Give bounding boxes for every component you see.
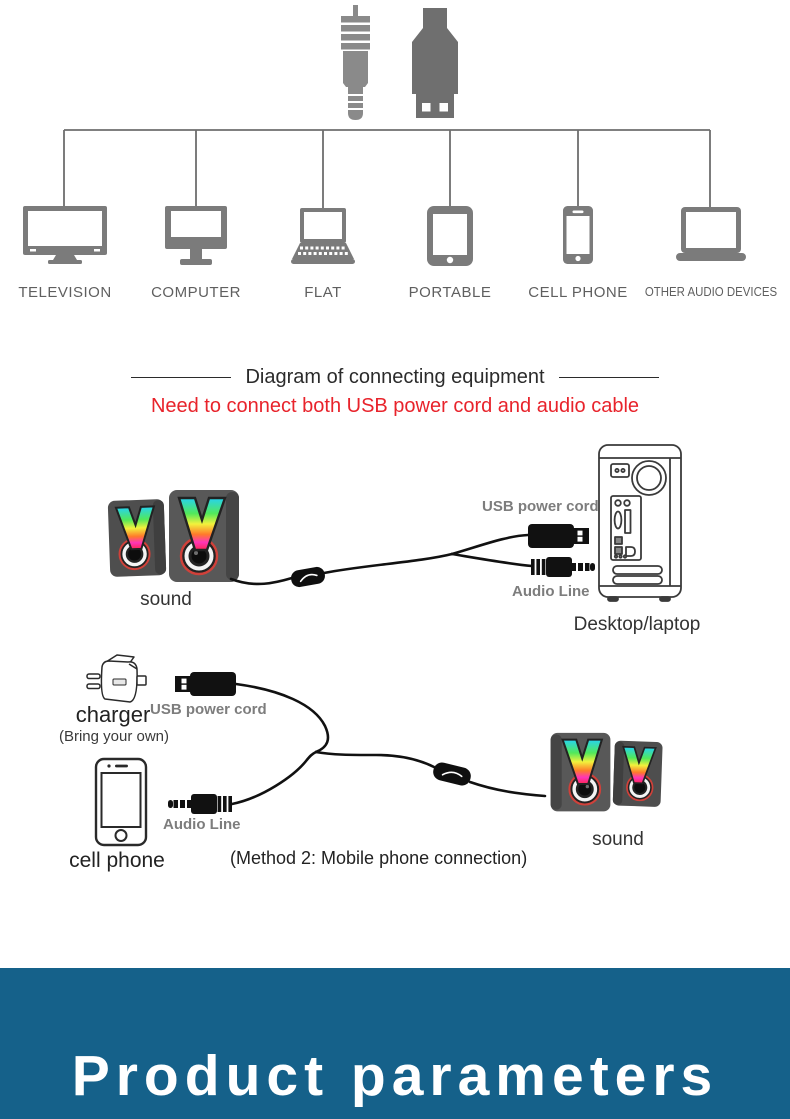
method-caption: (Method 2: Mobile phone connection): [230, 848, 528, 868]
usb-connector-icon: [528, 524, 589, 548]
section-title-row: Diagram of connecting equipment: [0, 366, 790, 389]
audio-line-label: Audio Line: [512, 583, 590, 600]
audio-line-label: Audio Line: [163, 816, 241, 833]
audio-jack-icon: [341, 5, 370, 120]
cellphone-icon: [563, 206, 593, 264]
speakers-label: sound: [592, 829, 644, 850]
title-rule-right: [558, 377, 659, 378]
rgb-speakers-icon: [107, 490, 239, 582]
desktop-laptop-label: Desktop/laptop: [573, 614, 701, 635]
usb-connector-icon: [175, 672, 236, 696]
device-label-cellphone: CELL PHONE: [528, 284, 628, 301]
device-label-other-audio: OTHER AUDIO DEVICES: [644, 284, 778, 299]
device-label-television: TELEVISION: [18, 284, 112, 301]
desktop-tower-icon: [598, 444, 682, 602]
section-subtitle: Need to connect both USB power cord and …: [150, 395, 640, 417]
speakers-label: sound: [140, 589, 192, 610]
charger-note: (Bring your own): [58, 728, 170, 745]
usb-power-cord-label: USB power cord: [482, 498, 599, 515]
volume-control-icon: [433, 762, 471, 786]
title-rule-left: [131, 377, 232, 378]
usb-power-cord-label: USB power cord: [150, 701, 267, 718]
volume-control-icon: [291, 566, 325, 588]
charger-icon: [86, 654, 147, 703]
desktop-cables: [229, 533, 534, 588]
rgb-speakers-icon: [550, 732, 663, 812]
device-label-flat: FLAT: [304, 284, 342, 301]
mobile-cables: [230, 682, 547, 806]
computer-icon: [165, 206, 227, 265]
laptop-icon: [291, 208, 355, 264]
cellphone-label: cell phone: [69, 849, 165, 872]
connection-tree-lines: [63, 129, 711, 208]
device-label-portable: PORTABLE: [408, 284, 492, 301]
other-audio-devices-icon: [676, 207, 746, 261]
charger-label: charger: [75, 702, 151, 727]
usb-plug-icon: [412, 8, 458, 118]
section-title: Diagram of connecting equipment: [245, 366, 545, 388]
tablet-icon: [427, 206, 473, 266]
cellphone-outline-icon: [94, 757, 148, 847]
audio-connector-icon: [531, 557, 595, 577]
television-icon: [23, 206, 107, 264]
banner-title: Product parameters: [71, 1044, 719, 1108]
product-parameters-banner: [0, 968, 790, 1119]
audio-connector-icon: [168, 794, 232, 814]
device-label-computer: COMPUTER: [151, 284, 241, 301]
